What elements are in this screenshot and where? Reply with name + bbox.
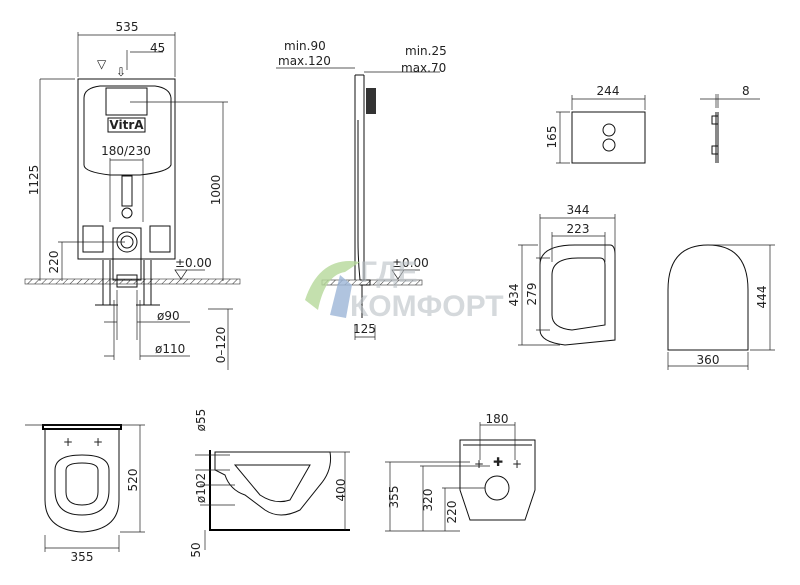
dim-floor-gap: 50 (189, 542, 203, 557)
dim-flush-offset: 45 (150, 41, 165, 55)
dim-seat-inner-width: 223 (567, 222, 590, 236)
watermark-line2: КОМФОРТ (350, 290, 504, 323)
dim-depth: 125 (353, 322, 376, 336)
watermark: ГДЕ КОМФОРТ (305, 256, 504, 323)
bolt-mark-icon: + (474, 457, 484, 471)
dim-plate-width: 244 (597, 84, 620, 98)
dim-plate-height: 165 (545, 126, 559, 149)
dim-wall-max2: max.70 (401, 61, 446, 75)
dim-rear-inlet-height: 320 (421, 489, 435, 512)
seat-lid (667, 244, 749, 351)
dim-lid-width: 360 (697, 353, 720, 367)
bolt-mark-icon: + (512, 457, 522, 471)
dim-bowl-width: 355 (71, 550, 94, 564)
dim-bolt-spacing: 180/230 (101, 144, 151, 158)
dim-foot-adjust: 0–120 (214, 327, 228, 364)
dim-rear-bolt-spacing: 180 (486, 412, 509, 426)
dim-outlet: ø102 (194, 473, 208, 503)
floor-level-label-side: ±0.00 (392, 256, 429, 270)
dim-pipe-small: ø90 (157, 309, 180, 323)
flush-plate-view: 244 165 8 (545, 84, 760, 164)
frame-front-view: VitrA 535 45 ▽ ⇩ 180/230 1125 1000 220 ±0… (24, 20, 241, 370)
dim-wall-max1: max.120 (278, 54, 331, 68)
cistern (83, 85, 172, 176)
dim-width: 535 (116, 20, 139, 34)
dim-outlet-height: 220 (47, 251, 61, 274)
dim-total-height: 1125 (27, 165, 41, 196)
dim-rear-outlet-height: 220 (445, 501, 459, 524)
dim-bowl-height: 400 (334, 479, 348, 502)
flush-plate (571, 111, 646, 164)
logo-box (107, 117, 146, 133)
bolt-mark-icon: + (63, 435, 73, 449)
dim-inlet: ø55 (194, 409, 208, 432)
bowl-rear-view: + + ✚ 180 355 320 220 (385, 412, 536, 532)
vitra-logo: VitrA (109, 118, 144, 132)
dim-rear-height: 355 (387, 486, 401, 509)
dim-seat-outer-width: 344 (567, 203, 590, 217)
bowl-top-view: + + 520 355 (25, 424, 145, 564)
dim-lid-length: 444 (755, 286, 769, 309)
frame-outline (77, 78, 176, 260)
watermark-line1: ГДЕ (360, 256, 418, 289)
floor-level-label: ±0.00 (175, 256, 212, 270)
floor-hatch (24, 278, 241, 285)
dim-cistern-height: 1000 (209, 175, 223, 206)
svg-text:▽: ▽ (97, 57, 107, 71)
flush-opening (105, 87, 148, 116)
inlet-mark-icon: ✚ (493, 455, 503, 469)
bolt-mark-icon: + (93, 435, 103, 449)
dim-pipe-large: ø110 (155, 342, 185, 356)
dim-wall-min1: min.90 (284, 39, 326, 53)
dim-seat-inner-length: 279 (525, 283, 539, 306)
bowl-side-view: ø55 ø102 400 50 (189, 409, 350, 558)
dim-seat-outer-length: 434 (507, 284, 521, 307)
seat-view: 344 223 434 279 444 360 (507, 203, 775, 370)
dim-plate-thickness: 8 (742, 84, 750, 98)
dim-wall-min2: min.25 (405, 44, 447, 58)
dim-bowl-length: 520 (126, 469, 140, 492)
arrow-down-icon: ⇩ (116, 65, 126, 79)
